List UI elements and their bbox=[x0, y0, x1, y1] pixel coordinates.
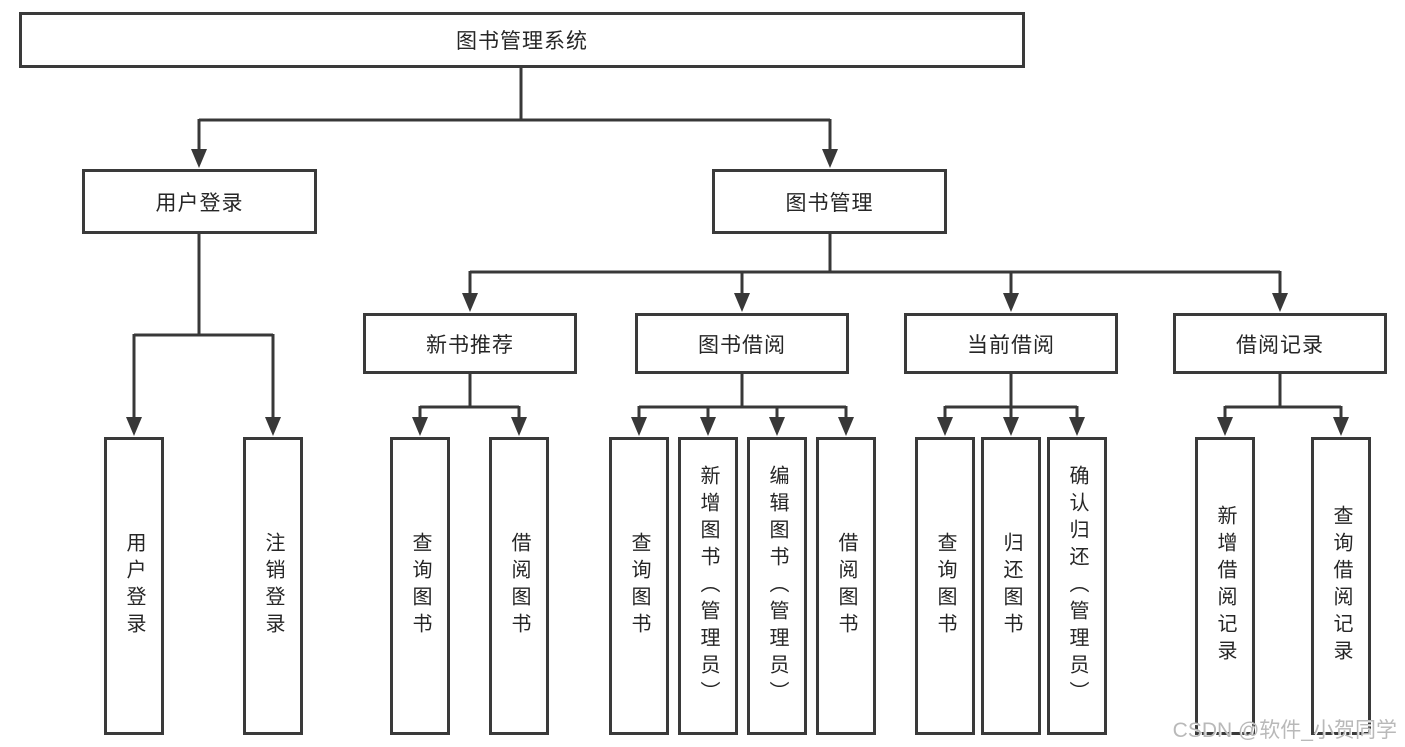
leaf-label: 借阅图书 bbox=[835, 532, 857, 640]
leaf-label: 确认归还（管理员） bbox=[1066, 464, 1088, 708]
node-library-management-system: 图书管理系统 bbox=[19, 12, 1025, 68]
node-label: 当前借阅 bbox=[967, 333, 1055, 357]
leaf-label: 查询图书 bbox=[934, 532, 956, 640]
leaf-user-login: 用户登录 bbox=[104, 437, 164, 735]
node-label: 新书推荐 bbox=[426, 333, 514, 357]
leaf-edit-book-admin: 编辑图书（管理员） bbox=[747, 437, 807, 735]
leaf-borrow-books: 借阅图书 bbox=[489, 437, 549, 735]
node-label: 借阅记录 bbox=[1236, 333, 1324, 357]
leaf-label: 编辑图书（管理员） bbox=[766, 464, 788, 708]
node-user-login: 用户登录 bbox=[82, 169, 317, 234]
node-label: 图书管理 bbox=[785, 191, 874, 215]
node-book-borrowing: 图书借阅 bbox=[635, 313, 849, 374]
leaf-query-borrow-record: 查询借阅记录 bbox=[1311, 437, 1371, 735]
leaf-borrow-books-2: 借阅图书 bbox=[816, 437, 876, 735]
leaf-return-books: 归还图书 bbox=[981, 437, 1041, 735]
leaf-label: 借阅图书 bbox=[508, 532, 530, 640]
leaf-add-book-admin: 新增图书（管理员） bbox=[678, 437, 738, 735]
node-new-book-recommendation: 新书推荐 bbox=[363, 313, 577, 374]
node-book-management: 图书管理 bbox=[712, 169, 947, 234]
leaf-confirm-return-admin: 确认归还（管理员） bbox=[1047, 437, 1107, 735]
leaf-label: 新增借阅记录 bbox=[1214, 505, 1236, 667]
node-label: 用户登录 bbox=[155, 191, 244, 215]
node-borrowing-records: 借阅记录 bbox=[1173, 313, 1387, 374]
csdn-watermark: CSDN @软件_小贺同学 bbox=[1172, 719, 1397, 742]
node-label: 图书管理系统 bbox=[456, 30, 588, 53]
leaf-label: 查询图书 bbox=[628, 532, 650, 640]
leaf-label: 查询图书 bbox=[409, 532, 431, 640]
leaf-label: 注销登录 bbox=[262, 532, 284, 640]
leaf-add-borrow-record: 新增借阅记录 bbox=[1195, 437, 1255, 735]
leaf-query-books-3: 查询图书 bbox=[915, 437, 975, 735]
leaf-query-books-2: 查询图书 bbox=[609, 437, 669, 735]
leaf-logout: 注销登录 bbox=[243, 437, 303, 735]
node-label: 图书借阅 bbox=[698, 333, 786, 357]
leaf-label: 新增图书（管理员） bbox=[697, 464, 719, 708]
leaf-label: 用户登录 bbox=[123, 532, 145, 640]
leaf-query-books: 查询图书 bbox=[390, 437, 450, 735]
node-current-borrowing: 当前借阅 bbox=[904, 313, 1118, 374]
leaf-label: 归还图书 bbox=[1000, 532, 1022, 640]
leaf-label: 查询借阅记录 bbox=[1330, 505, 1352, 667]
